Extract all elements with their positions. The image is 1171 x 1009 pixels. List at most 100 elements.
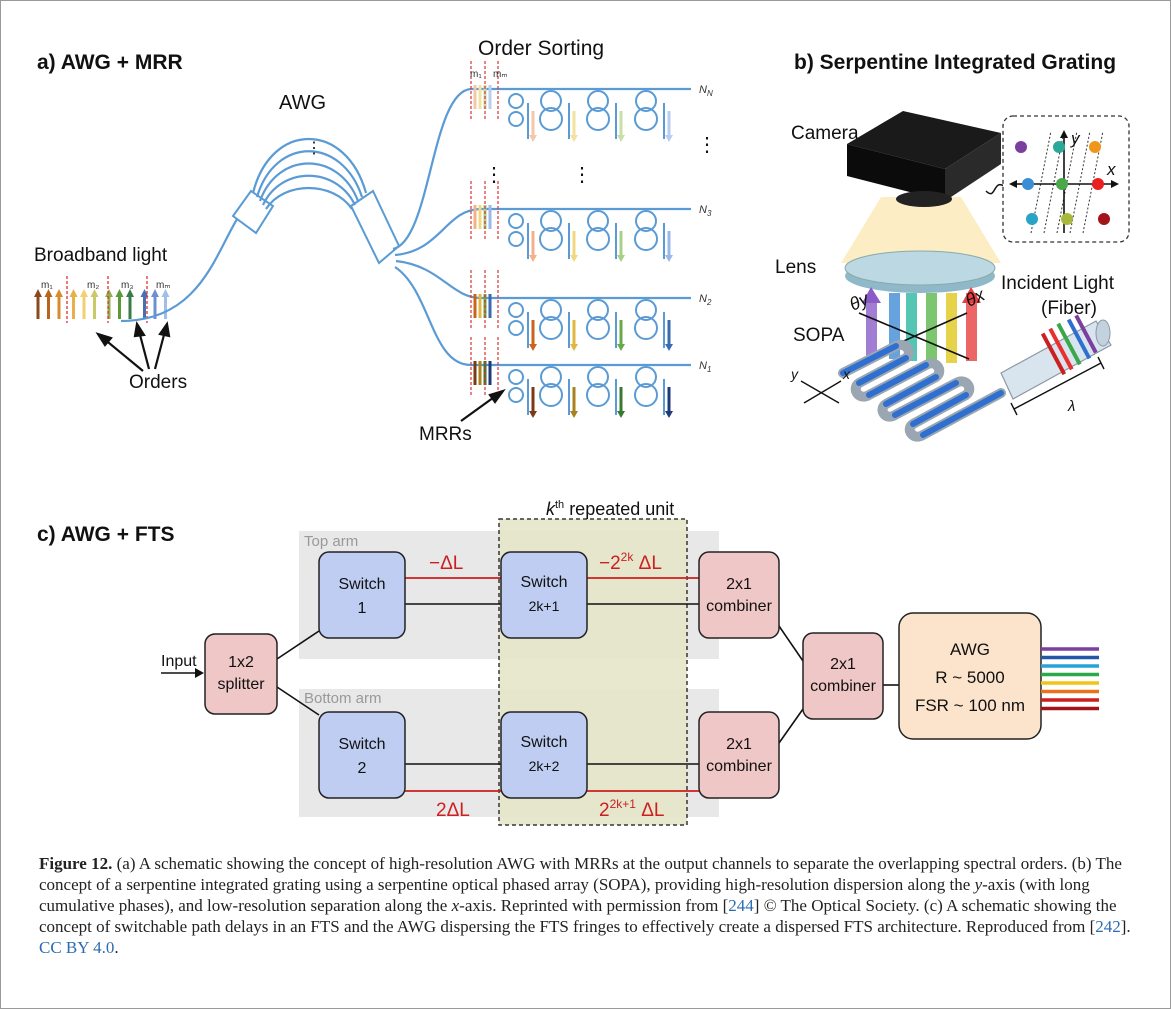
awg-star-coupler-left [231, 189, 275, 235]
spectrum-arrow-head [44, 289, 53, 297]
order-sorting-vdots: ⋮ ⋮ ⋮ [484, 134, 717, 186]
panel-b-title: b) Serpentine Integrated Grating [794, 51, 1116, 74]
dropped-order-arrow-head [529, 255, 537, 262]
order-label: m₃ [121, 280, 133, 291]
svg-text:1: 1 [358, 600, 367, 617]
spectrum-arrow-head [105, 289, 113, 297]
dropped-order-arrow-head [617, 344, 625, 351]
ring-resonator [539, 107, 563, 131]
svg-text:combiner: combiner [810, 678, 876, 695]
svg-text:AWG: AWG [950, 640, 990, 659]
ring-resonator [508, 93, 524, 109]
svg-text:⋮: ⋮ [697, 134, 717, 156]
combiner-final-block: 2x1 combiner [802, 632, 884, 720]
dropped-order-arrow-head [665, 411, 673, 418]
spectrum-arrow-head [34, 289, 42, 297]
order-label: mₘ [156, 280, 171, 291]
sopa-axis-x: x [842, 366, 851, 382]
ring-resonator [539, 383, 563, 407]
dropped-order-arrow-head [617, 411, 625, 418]
channel-labels: NN N3 N2 N1 [699, 84, 713, 374]
svg-text:⋮: ⋮ [484, 164, 504, 186]
svg-text:Switch: Switch [520, 734, 567, 751]
panel-c: c) AWG + FTS Top arm Bottom arm kth repe… [37, 499, 1099, 826]
ring-resonator [508, 231, 524, 247]
svg-text:Switch: Switch [338, 576, 385, 593]
delay-bottom-1: 2ΔL [436, 800, 470, 821]
svg-text:2x1: 2x1 [830, 656, 856, 673]
camera-cable [985, 183, 1005, 195]
ring-resonator [586, 316, 610, 340]
mrr-row [470, 181, 673, 262]
mrrs-arrow [460, 388, 506, 422]
mrr-row [470, 337, 673, 418]
ring-resonator [508, 213, 524, 229]
ring-resonator [508, 302, 524, 318]
ring-resonator [508, 387, 524, 403]
svg-text:2k+1: 2k+1 [529, 598, 560, 614]
sopa-serpentine [838, 339, 1006, 442]
ring-resonator [635, 299, 657, 321]
svg-text:combiner: combiner [706, 598, 772, 615]
reference-link-242[interactable]: 242 [1095, 917, 1121, 936]
connection-lines [161, 603, 899, 765]
ring-resonator [635, 210, 657, 232]
figure-caption: Figure 12. (a) A schematic showing the c… [39, 854, 1131, 957]
switch-2-block: Switch 2 [318, 711, 406, 799]
ring-resonator [634, 383, 658, 407]
camera-view-inset: x y [1002, 115, 1130, 243]
channel-label-n: NN [699, 84, 713, 98]
top-label-mm: mₘ [493, 69, 508, 80]
incident-light-label: Incident Light [1001, 273, 1115, 294]
delay-top-1: −ΔL [429, 553, 463, 574]
sopa-axis-y: y [790, 366, 799, 382]
bottom-arm-label: Bottom arm [304, 690, 382, 707]
ring-resonator [540, 210, 562, 232]
switch-2k2-block: Switch 2k+2 [500, 711, 588, 799]
delay-top-2: −22k ΔL [599, 550, 662, 574]
mrrs-label: MRRs [419, 424, 472, 445]
ring-resonator [508, 320, 524, 336]
fiber [1000, 314, 1112, 400]
figure-diagram: a) AWG + MRR Order Sorting AWG Broadband… [34, 37, 1130, 826]
mrr-rows [470, 61, 673, 418]
awg-block: AWG R ~ 5000 FSR ~ 100 nm [898, 612, 1042, 740]
top-arm-label: Top arm [304, 533, 358, 550]
license-link[interactable]: CC BY 4.0 [39, 938, 115, 957]
spectrum-arrow-head [126, 289, 134, 297]
lens-label: Lens [775, 257, 816, 278]
lens [844, 250, 996, 293]
spectrum-arrow-head [151, 289, 159, 297]
dropped-order-arrow-head [570, 135, 578, 142]
awg-arrayed-waveguides [251, 138, 368, 210]
dropped-order-arrow-head [529, 135, 537, 142]
inset-axis-x: x [1106, 160, 1116, 179]
spectrum-arrow-head [161, 289, 170, 297]
dropped-order-arrow-head [665, 344, 673, 351]
panel-a-title: a) AWG + MRR [37, 51, 183, 74]
delay-bottom-2: 22k+1 ΔL [599, 797, 664, 821]
reference-link-244[interactable]: 244 [728, 896, 754, 915]
ring-resonator [539, 316, 563, 340]
spectrum-arrow-head [80, 289, 88, 297]
dropped-order-arrow-head [529, 411, 537, 418]
ring-resonator [539, 227, 563, 251]
diffracted-beams [862, 287, 981, 363]
lambda-axis [1010, 356, 1105, 416]
awg-output-lines [1041, 647, 1099, 711]
dropped-order-arrow-head [529, 344, 537, 351]
svg-text:FSR ~ 100 nm: FSR ~ 100 nm [915, 696, 1025, 715]
switch-1-block: Switch 1 [318, 551, 406, 639]
ring-resonator [586, 107, 610, 131]
dropped-order-arrow-head [665, 255, 673, 262]
sopa-label: SOPA [793, 325, 845, 346]
order-label: m₂ [87, 280, 99, 291]
spectrum-arrow-head [140, 289, 149, 297]
sopa-axes [800, 380, 842, 404]
dropped-order-arrow-head [570, 344, 578, 351]
caption-figure-number: Figure 12. [39, 854, 113, 873]
ring-resonator [586, 383, 610, 407]
svg-text:Switch: Switch [338, 736, 385, 753]
broadband-spectrum [34, 276, 170, 323]
